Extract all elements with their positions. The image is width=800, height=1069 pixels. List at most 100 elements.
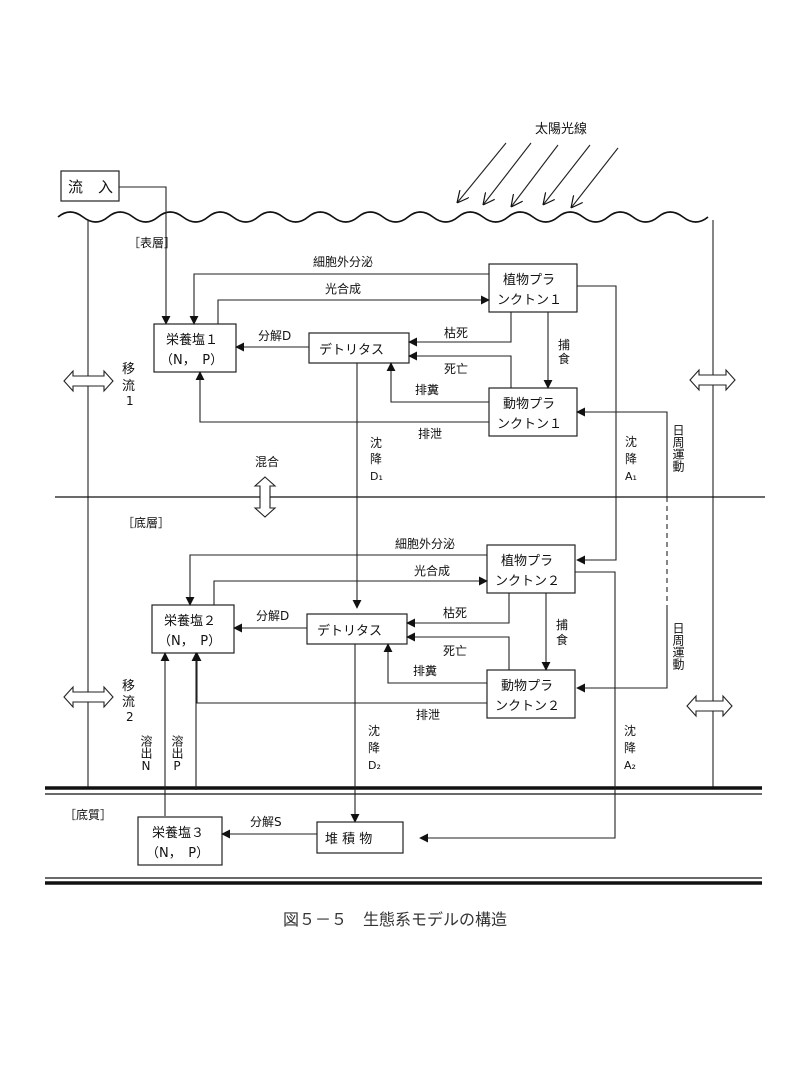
advection-arrow-left-1 [63, 369, 114, 393]
withering2-arrow [406, 593, 510, 628]
nutrient1-np-label: （N， P） [160, 353, 223, 368]
inflow-label: 流 入 [68, 178, 113, 196]
zooplankton1-box [488, 387, 578, 437]
mixing-label: 混合 [255, 454, 279, 469]
phytoplankton2-label-1: 植物プラ [501, 554, 553, 569]
sunlight-label: 太陽光線 [535, 121, 587, 137]
nutrient1-label: 栄養塩１ [166, 332, 218, 348]
advection2-label-a: 移 [122, 679, 135, 694]
settling-a2-arrow [419, 571, 616, 843]
detritus2-box [306, 613, 408, 645]
excretion1-label: 排泄 [418, 427, 442, 441]
grazing1-label-b: 食 [558, 351, 570, 366]
diel-migration1-arrow [576, 407, 668, 497]
exudation1-label: 細胞外分泌 [313, 255, 373, 269]
advection-arrow-right-1 [689, 368, 736, 392]
settling-d1-label-a: 沈 [370, 435, 382, 450]
settling-a1-label-b: 降 [625, 452, 637, 466]
photosynthesis1-label: 光合成 [325, 281, 361, 296]
sunlight-ray [543, 144, 591, 205]
surface-layer-label: ［表層］ [128, 236, 176, 250]
sunlight-ray [483, 142, 532, 205]
deposit-label: 堆 積 物 [325, 832, 372, 847]
advection2-label-b: 流 [122, 695, 135, 710]
advection1-label-a: 移 [122, 362, 135, 377]
advection-arrow-right-2 [686, 694, 733, 718]
zooplankton2-box [486, 669, 576, 719]
grazing2-label-a: 捕 [556, 617, 568, 632]
figure-caption: 図５－５ 生態系モデルの構造 [283, 910, 507, 929]
detritus2-label: デトリタス [317, 623, 382, 639]
inflow-box [60, 170, 120, 202]
sediment-layer-label: ［底質］ [64, 807, 112, 822]
diel-migration1-label: 日周運動 [671, 424, 685, 472]
nutrient3-label: 栄養塩３ [152, 825, 204, 841]
excretion2-label: 排泄 [416, 708, 440, 722]
settling-d2-label-a: 沈 [368, 723, 380, 738]
elution-p-label: 溶出P [170, 734, 184, 773]
deposit-box [316, 821, 404, 854]
advection2-label-c: 2 [126, 710, 134, 724]
detritus1-box [308, 332, 410, 364]
exudation1-arrow [189, 273, 489, 325]
nutrient2-label: 栄養塩２ [164, 613, 216, 629]
decomposition2-label: 分解D [256, 609, 289, 623]
sunlight-ray [571, 147, 619, 208]
nutrient1-box [153, 323, 237, 373]
phytoplankton1-box [488, 263, 578, 313]
excretion1-arrow [195, 371, 489, 423]
nutrient3-box [137, 816, 223, 866]
withering1-label: 枯死 [444, 325, 468, 340]
advection-arrow-left-2 [63, 685, 114, 709]
phytoplankton2-box [486, 544, 576, 594]
settling-a2-label-a: 沈 [624, 723, 636, 738]
egestion2-arrow [383, 643, 487, 684]
withering1-arrow [408, 312, 512, 347]
photosynthesis2-label: 光合成 [414, 563, 450, 578]
photosynthesis2-arrow [213, 576, 488, 605]
nutrient3-np-label: （N， P） [146, 846, 209, 861]
death1-arrow [408, 351, 512, 388]
inflow-arrow [119, 186, 171, 325]
death1-label: 死亡 [444, 362, 468, 376]
diel-migration2-arrow [576, 610, 668, 693]
death2-label: 死亡 [443, 644, 467, 658]
phytoplankton2-label-2: ンクトン２ [495, 574, 560, 589]
sunlight-ray [457, 142, 507, 203]
zooplankton1-label-1: 動物プラ [503, 397, 555, 412]
settling-a2-label-b: 降 [624, 741, 636, 755]
egestion2-label: 排糞 [413, 663, 437, 678]
mixing-arrow [253, 476, 277, 518]
nutrient2-np-label: （N， P） [158, 634, 221, 649]
withering2-label: 枯死 [443, 605, 467, 620]
water-surface-wave [57, 211, 709, 223]
settling-a1-label-a: 沈 [625, 434, 637, 449]
settling-d2-label-c: D₂ [368, 759, 381, 772]
grazing1-label-a: 捕 [558, 337, 570, 352]
diel-migration2-label: 日周運動 [671, 622, 685, 670]
sunlight-ray [511, 144, 559, 207]
excretion2-arrow [192, 652, 487, 704]
detritus1-label: デトリタス [319, 342, 384, 358]
settling-a1-arrow [576, 285, 617, 565]
elution-n-label: 溶出N [139, 734, 153, 773]
grazing2-label-b: 食 [556, 632, 568, 647]
bottom-layer-label: ［底層］ [122, 515, 170, 530]
egestion1-label: 排糞 [415, 382, 439, 397]
zooplankton2-label-1: 動物プラ [501, 679, 553, 694]
exudation2-label: 細胞外分泌 [395, 537, 455, 551]
settling-d1-label-c: D₁ [370, 470, 383, 483]
advection1-label-c: 1 [126, 394, 134, 408]
sunlight-rays [457, 142, 619, 208]
zooplankton2-label-2: ンクトン２ [495, 699, 560, 714]
phytoplankton1-label-1: 植物プラ [503, 273, 555, 288]
settling-d1-label-b: 降 [370, 452, 382, 466]
decomposition1-label: 分解D [258, 329, 291, 343]
photosynthesis1-arrow [217, 295, 490, 324]
phytoplankton1-label-2: ンクトン１ [497, 293, 562, 308]
zooplankton1-label-2: ンクトン１ [497, 417, 562, 432]
settling-a1-label-c: A₁ [625, 470, 637, 483]
exudation2-arrow [185, 554, 487, 606]
settling-d2-label-b: 降 [368, 741, 380, 755]
